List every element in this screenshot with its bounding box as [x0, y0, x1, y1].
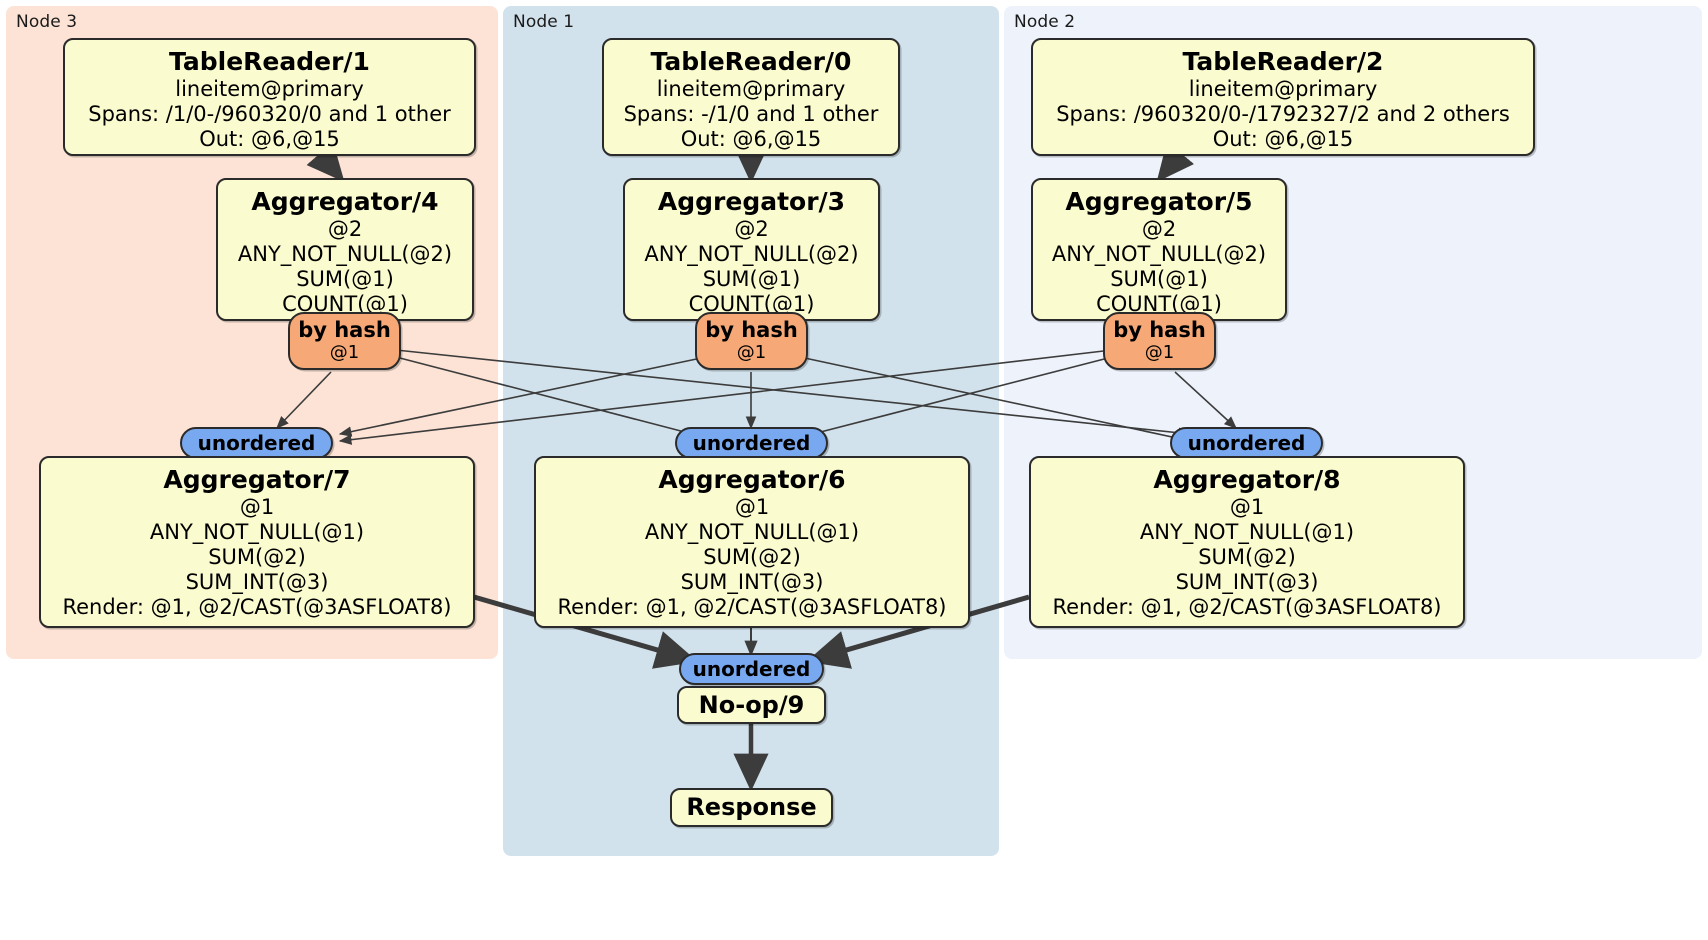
- router-by-hash-node-1[interactable]: by hash @1: [695, 312, 808, 370]
- synchronizer-label: unordered: [197, 431, 316, 455]
- synchronizer-label: unordered: [1187, 431, 1306, 455]
- processor-detail-line: lineitem@primary: [1188, 77, 1378, 101]
- processor-aggregator-6[interactable]: Aggregator/6 @1 ANY_NOT_NULL(@1) SUM(@2)…: [534, 456, 970, 628]
- processor-detail-line: SUM(@1): [296, 267, 394, 291]
- processor-aggregator-7[interactable]: Aggregator/7 @1 ANY_NOT_NULL(@1) SUM(@2)…: [39, 456, 475, 628]
- synchronizer-unordered-node-1[interactable]: unordered: [675, 427, 828, 459]
- processor-title: Aggregator/8: [1153, 465, 1341, 494]
- processor-detail-line: SUM(@2): [208, 545, 306, 569]
- processor-detail-line: @2: [734, 217, 769, 241]
- processor-aggregator-3[interactable]: Aggregator/3 @2 ANY_NOT_NULL(@2) SUM(@1)…: [623, 178, 880, 321]
- processor-title: Aggregator/7: [163, 465, 351, 494]
- processor-detail-line: Spans: -/1/0 and 1 other: [623, 102, 879, 126]
- processor-detail-line: SUM_INT(@3): [680, 570, 824, 594]
- synchronizer-unordered-node-3[interactable]: unordered: [180, 427, 333, 459]
- router-label: by hash: [1113, 318, 1206, 342]
- processor-detail-line: SUM(@1): [1110, 267, 1208, 291]
- processor-detail-line: @1: [239, 495, 275, 519]
- processor-detail-line: Out: @6,@15: [1212, 127, 1354, 151]
- processor-detail-line: ANY_NOT_NULL(@2): [237, 242, 453, 266]
- processor-detail-line: SUM_INT(@3): [1175, 570, 1319, 594]
- processor-detail-line: lineitem@primary: [656, 77, 846, 101]
- processor-tablereader-1[interactable]: TableReader/1 lineitem@primary Spans: /1…: [63, 38, 476, 156]
- router-sublabel: @1: [329, 342, 360, 363]
- processor-title: TableReader/0: [650, 47, 852, 76]
- processor-aggregator-4[interactable]: Aggregator/4 @2 ANY_NOT_NULL(@2) SUM(@1)…: [216, 178, 474, 321]
- processor-tablereader-0[interactable]: TableReader/0 lineitem@primary Spans: -/…: [602, 38, 900, 156]
- synchronizer-unordered-final[interactable]: unordered: [679, 653, 824, 685]
- router-sublabel: @1: [1144, 342, 1175, 363]
- processor-detail-line: ANY_NOT_NULL(@1): [149, 520, 365, 544]
- processor-detail-line: Render: @1, @2/CAST(@3ASFLOAT8): [557, 595, 947, 619]
- processor-detail-line: Spans: /960320/0-/1792327/2 and 2 others: [1056, 102, 1510, 126]
- processor-detail-line: ANY_NOT_NULL(@2): [1051, 242, 1267, 266]
- processor-detail-line: @2: [1141, 217, 1177, 241]
- processor-detail-line: SUM(@2): [703, 545, 801, 569]
- processor-detail-line: @1: [1229, 495, 1265, 519]
- processor-detail-line: SUM(@2): [1198, 545, 1296, 569]
- processor-title: Aggregator/4: [251, 187, 439, 216]
- processor-detail-line: Render: @1, @2/CAST(@3ASFLOAT8): [62, 595, 452, 619]
- processor-title: TableReader/2: [1182, 47, 1384, 76]
- processor-detail-line: ANY_NOT_NULL(@1): [644, 520, 860, 544]
- synchronizer-label: unordered: [692, 431, 811, 455]
- processor-aggregator-8[interactable]: Aggregator/8 @1 ANY_NOT_NULL(@1) SUM(@2)…: [1029, 456, 1465, 628]
- processor-detail-line: SUM(@1): [702, 267, 801, 291]
- processor-detail-line: @1: [734, 495, 770, 519]
- processor-response[interactable]: Response: [670, 788, 833, 827]
- router-label: by hash: [705, 318, 798, 342]
- processor-aggregator-5[interactable]: Aggregator/5 @2 ANY_NOT_NULL(@2) SUM(@1)…: [1031, 178, 1287, 321]
- router-by-hash-node-3[interactable]: by hash @1: [288, 312, 401, 370]
- processor-title: No-op/9: [698, 691, 805, 719]
- node-panel-label-node-3: Node 3: [16, 12, 78, 32]
- node-panel-label-node-2: Node 2: [1014, 12, 1076, 32]
- router-label: by hash: [298, 318, 391, 342]
- processor-detail-line: Render: @1, @2/CAST(@3ASFLOAT8): [1052, 595, 1442, 619]
- processor-detail-line: Spans: /1/0-/960320/0 and 1 other: [88, 102, 451, 126]
- synchronizer-unordered-node-2[interactable]: unordered: [1170, 427, 1323, 459]
- processor-detail-line: Out: @6,@15: [680, 127, 822, 151]
- processor-no-op-9[interactable]: No-op/9: [677, 686, 826, 724]
- router-by-hash-node-2[interactable]: by hash @1: [1103, 312, 1216, 370]
- processor-detail-line: ANY_NOT_NULL(@2): [644, 242, 859, 266]
- processor-detail-line: @2: [327, 217, 363, 241]
- processor-detail-line: Out: @6,@15: [199, 127, 340, 151]
- processor-title: TableReader/1: [169, 47, 370, 76]
- router-sublabel: @1: [736, 342, 767, 363]
- processor-title: Aggregator/5: [1065, 187, 1253, 216]
- synchronizer-label: unordered: [692, 657, 811, 681]
- processor-detail-line: lineitem@primary: [175, 77, 364, 101]
- processor-detail-line: ANY_NOT_NULL(@1): [1139, 520, 1355, 544]
- processor-title: Aggregator/6: [658, 465, 846, 494]
- processor-title: Aggregator/3: [657, 187, 846, 216]
- processor-tablereader-2[interactable]: TableReader/2 lineitem@primary Spans: /9…: [1031, 38, 1535, 156]
- node-panel-label-node-1: Node 1: [513, 12, 575, 32]
- processor-title: Response: [686, 793, 817, 821]
- processor-detail-line: SUM_INT(@3): [185, 570, 329, 594]
